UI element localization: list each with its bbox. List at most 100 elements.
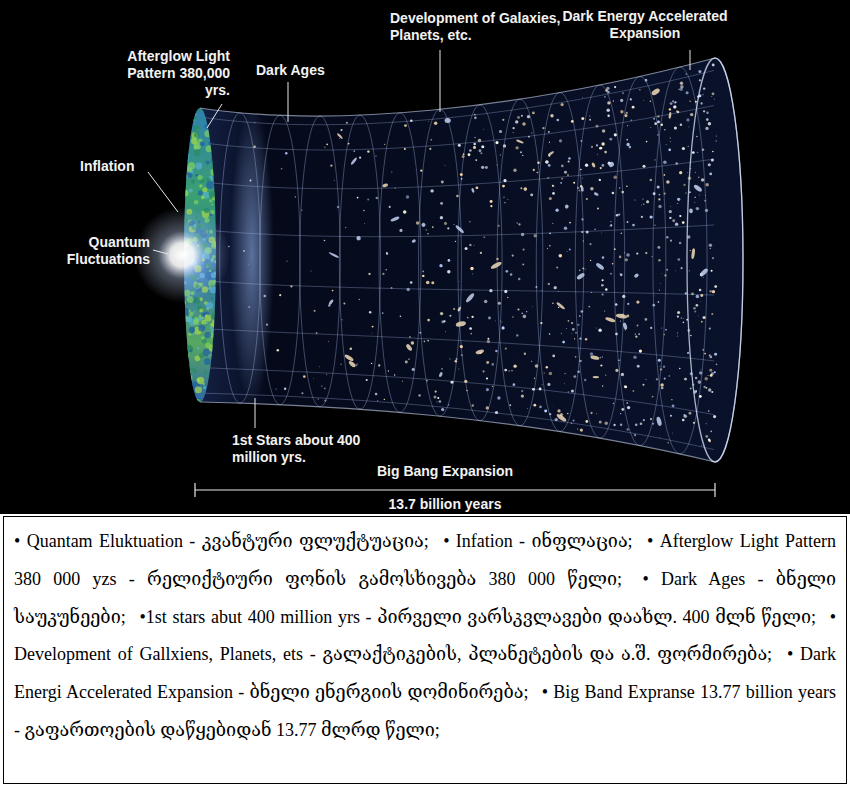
star <box>472 273 473 274</box>
star <box>556 119 559 122</box>
star <box>620 424 622 426</box>
star <box>599 420 602 423</box>
star <box>388 370 389 371</box>
grid-ring <box>379 113 421 413</box>
star <box>564 171 567 174</box>
star <box>709 369 712 372</box>
star <box>343 302 345 304</box>
star <box>632 224 635 227</box>
star <box>709 328 711 330</box>
star <box>659 366 661 368</box>
afterglow-spot <box>185 153 189 157</box>
star <box>557 409 560 412</box>
star <box>658 359 661 362</box>
grid-ring <box>339 115 380 409</box>
star <box>340 364 341 365</box>
star <box>713 415 716 418</box>
star <box>708 375 709 376</box>
star <box>439 400 442 403</box>
afterglow-spot <box>205 315 212 322</box>
afterglow-spot <box>188 347 193 352</box>
star <box>367 150 369 152</box>
star <box>552 302 554 304</box>
star <box>621 408 624 411</box>
glossary-item: •1st stars abut 400 million yrs - პირველ… <box>139 607 816 627</box>
star <box>441 368 443 370</box>
star <box>642 384 644 386</box>
star <box>279 294 281 296</box>
star <box>550 114 553 117</box>
star <box>424 340 426 342</box>
star <box>669 108 671 110</box>
star <box>624 385 627 388</box>
star <box>670 415 672 417</box>
star <box>426 281 430 285</box>
star <box>708 388 712 392</box>
star <box>610 273 612 275</box>
afterglow-spot <box>190 132 193 135</box>
star <box>584 379 587 382</box>
star <box>475 159 477 161</box>
star <box>286 260 287 261</box>
star <box>703 316 706 319</box>
star <box>602 356 604 358</box>
galaxy <box>633 273 639 279</box>
star <box>560 103 563 106</box>
star <box>389 206 391 208</box>
star <box>677 258 680 261</box>
afterglow-spot <box>199 309 203 313</box>
galaxy <box>556 302 566 310</box>
star <box>633 356 637 360</box>
star <box>434 122 437 125</box>
star <box>645 252 647 254</box>
afterglow-spot <box>198 385 200 387</box>
phase-label: 1st Stars about 400 million yrs. <box>232 432 382 466</box>
afterglow-spot <box>208 354 210 356</box>
star <box>658 198 660 200</box>
afterglow-spot <box>214 372 216 374</box>
star <box>375 155 376 156</box>
star <box>447 270 450 273</box>
star <box>670 240 672 242</box>
star <box>695 172 696 173</box>
afterglow-spot <box>192 115 197 120</box>
star <box>470 267 474 271</box>
star <box>629 146 632 149</box>
star <box>620 413 621 414</box>
star <box>495 141 498 144</box>
star <box>521 115 523 117</box>
star <box>679 171 682 174</box>
grid-line <box>202 225 714 237</box>
star <box>589 119 591 121</box>
star <box>573 375 576 378</box>
star <box>679 368 680 369</box>
star <box>566 251 568 253</box>
star <box>614 86 616 88</box>
star <box>709 173 712 176</box>
star <box>473 143 476 146</box>
star <box>513 132 514 133</box>
star <box>704 377 707 380</box>
grid-ring <box>653 67 707 454</box>
star <box>513 169 516 172</box>
star <box>277 349 280 352</box>
galaxy <box>348 360 357 368</box>
star <box>672 219 675 222</box>
afterglow-spot <box>187 167 192 172</box>
star <box>441 181 444 184</box>
afterglow-spot <box>210 327 212 329</box>
star <box>667 442 669 444</box>
star <box>600 364 602 366</box>
star <box>711 270 713 272</box>
afterglow-spot <box>185 375 192 382</box>
afterglow-spot <box>209 199 212 202</box>
star <box>585 338 587 340</box>
afterglow-spot <box>189 118 193 122</box>
star <box>714 98 715 99</box>
star <box>404 148 406 150</box>
afterglow-spot <box>209 141 213 145</box>
afterglow-spot <box>186 345 193 352</box>
star <box>645 318 648 321</box>
star <box>420 169 422 171</box>
afterglow-spot <box>188 389 193 394</box>
